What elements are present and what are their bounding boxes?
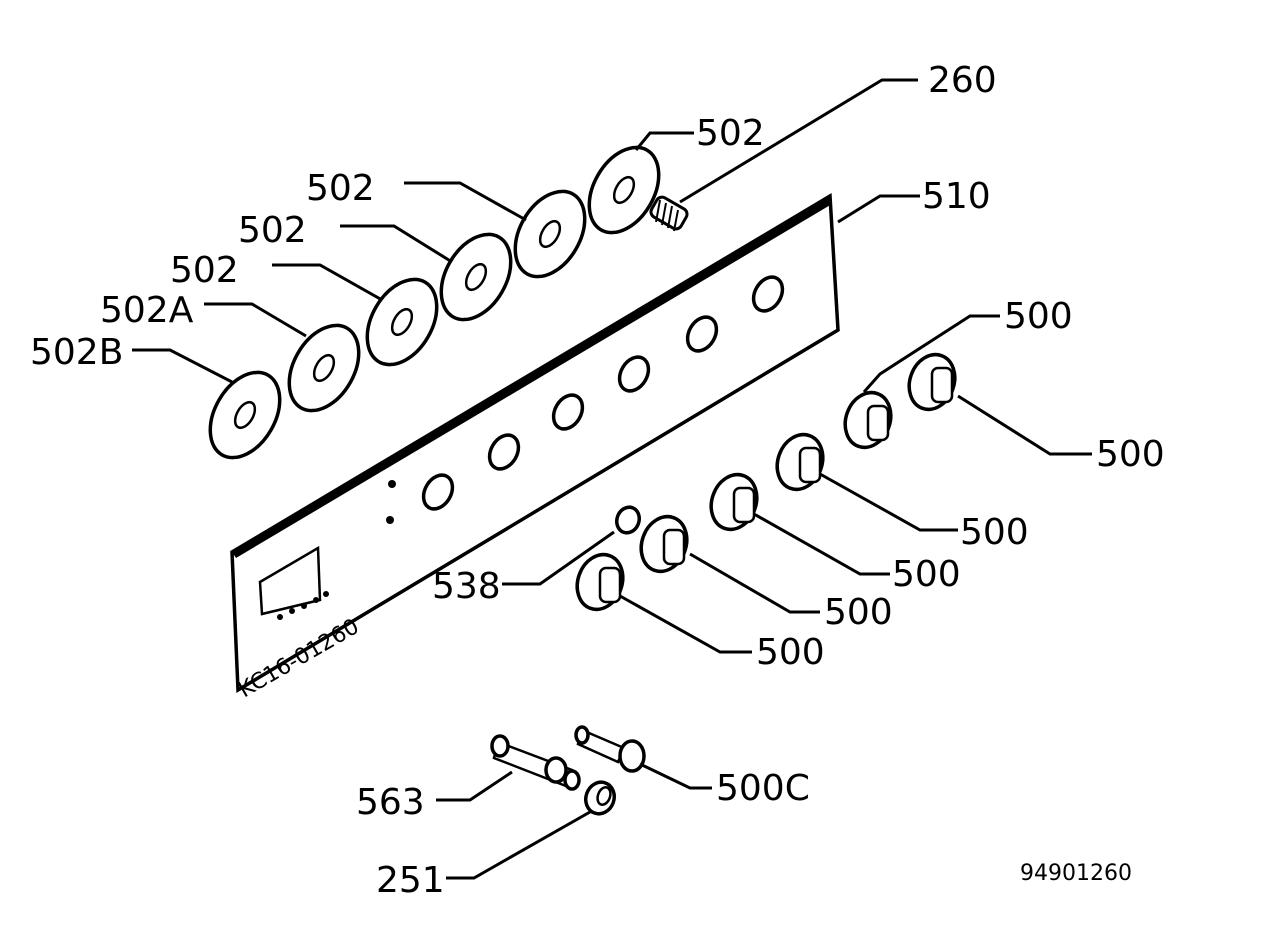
washer-502-2 [439,232,513,322]
label-502A: 502A [100,290,194,331]
label-500-3: 500 [960,512,1029,553]
label-251: 251 [376,860,445,901]
spring-260 [649,195,689,232]
washer-502-4 [587,145,661,235]
knob-500-4 [775,432,825,492]
display-window [258,545,322,616]
washers [208,145,661,460]
part-labels: 260 502 502 502 502 502A 502B 510 500 50… [30,60,1165,901]
label-538: 538 [432,566,501,607]
knobs [575,352,957,612]
knob-500-3 [709,472,759,532]
label-500-2: 500 [1096,434,1165,475]
label-500-4: 500 [892,554,961,595]
shaft-563 [490,734,581,791]
knob-500-2 [639,514,689,574]
label-510: 510 [922,176,991,217]
washer-502B [208,370,282,460]
label-502-c: 502 [170,250,239,291]
display-buttons [277,480,396,620]
label-502-b: 502 [238,210,307,251]
label-563: 563 [356,782,425,823]
shaft-500C [574,725,646,773]
washer-502-3 [513,189,587,279]
label-502-top: 502 [696,113,765,154]
knob-500-1 [575,552,625,612]
label-500C: 500C [716,768,810,809]
knob-538 [614,505,642,535]
label-500-6: 500 [756,632,825,673]
label-260: 260 [928,60,997,101]
label-502B: 502B [30,332,123,373]
drawing-number: 94901260 [1020,861,1132,886]
panel-knob-holes [421,275,785,511]
washer-502-1 [365,277,439,367]
cap-251 [584,780,616,816]
washer-502A [287,323,361,413]
label-500-1: 500 [1004,296,1073,337]
label-502-a: 502 [306,168,375,209]
leader-lines [132,78,1092,880]
knob-500-5 [843,390,893,450]
knob-500-6 [907,352,957,412]
label-500-5: 500 [824,592,893,633]
